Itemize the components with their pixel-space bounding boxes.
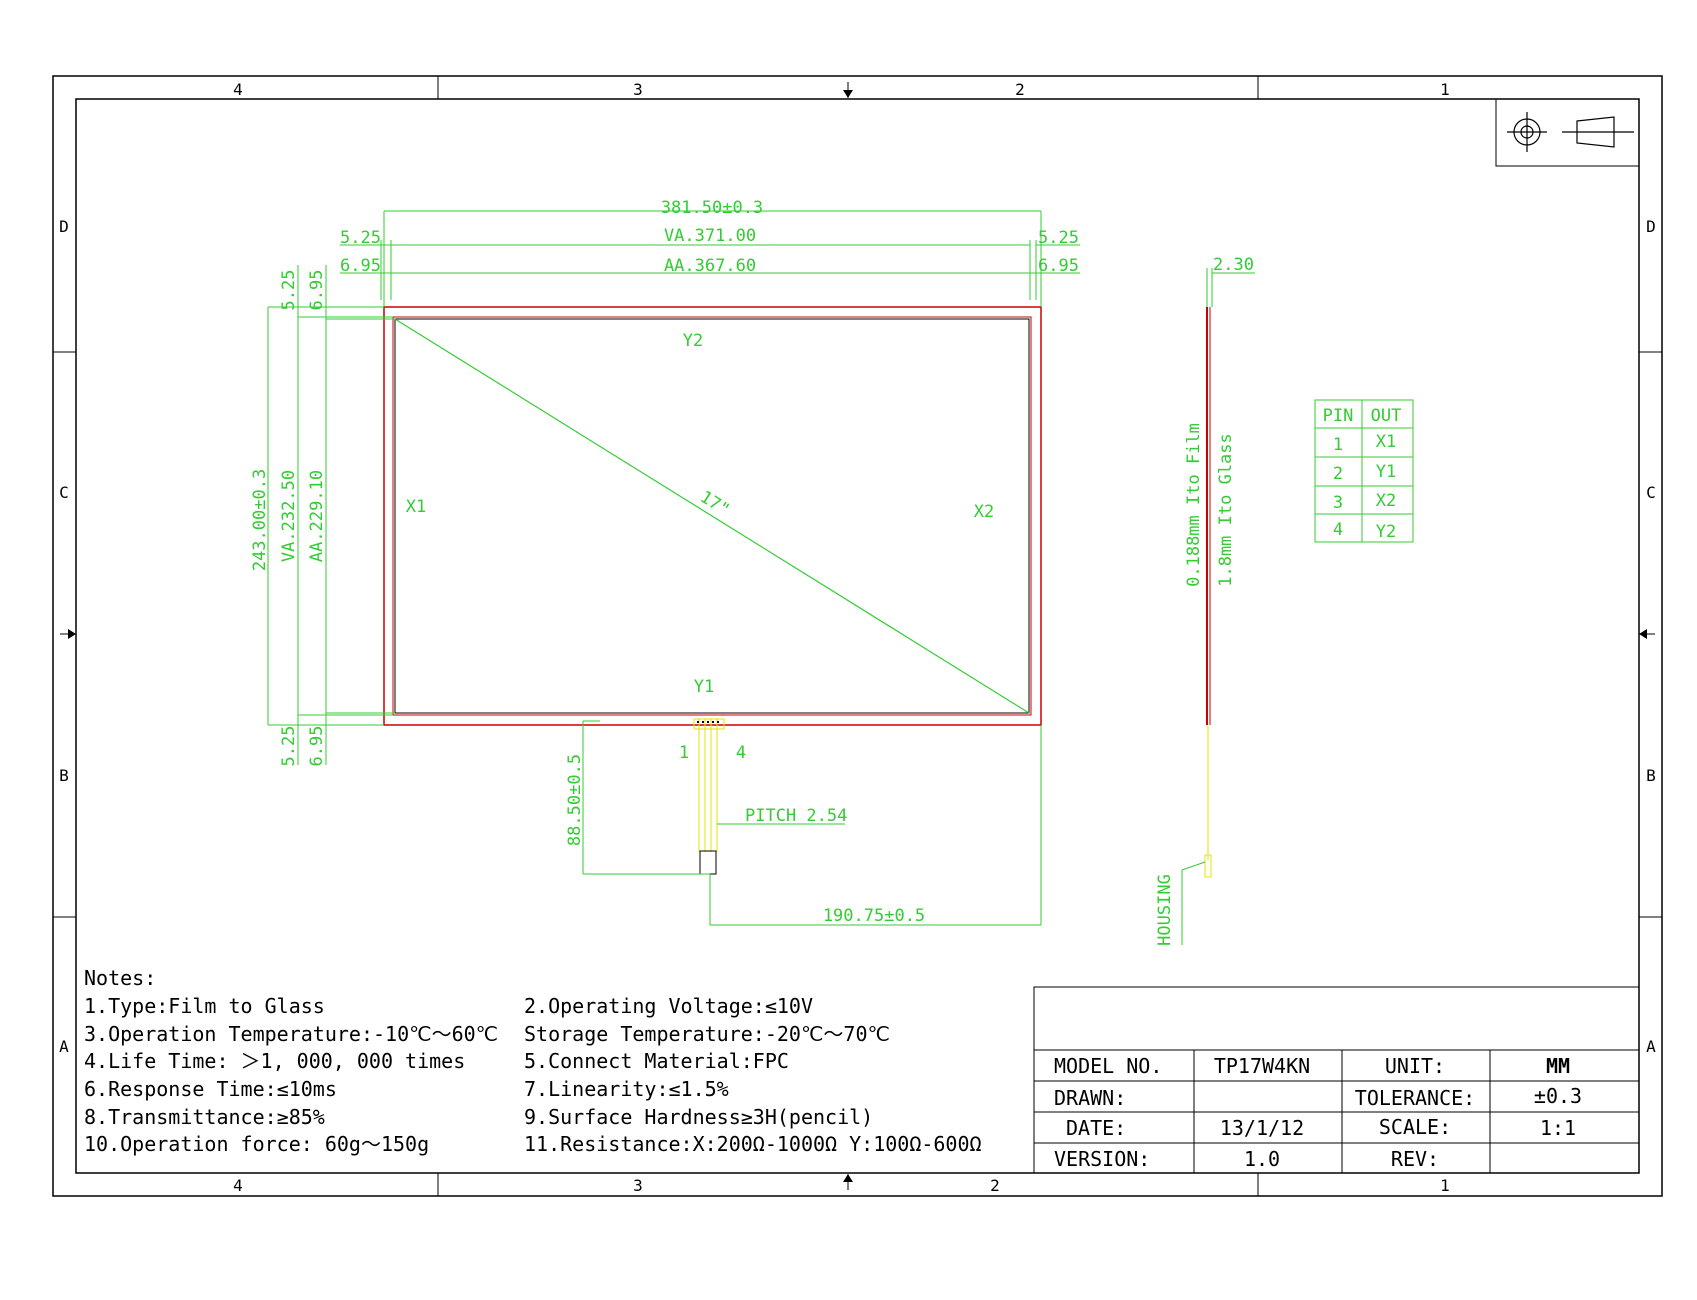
label-pin-last: 4 [736,743,746,763]
pin-table-grid [1314,399,1414,543]
pin-table-cell: 1 [1333,435,1343,455]
title-block-scale-value: 1:1 [1540,1116,1576,1140]
title-block-date-label: DATE: [1066,1116,1126,1140]
col-label-top-1: 1 [1440,80,1450,99]
pin-table-cell: 4 [1333,520,1343,540]
dim-margin-aa-right: 6.95 [1038,256,1079,276]
row-label-left-a: A [59,1037,69,1056]
dim-thickness: 2.30 [1213,255,1254,275]
note-line: 3.Operation Temperature:-10℃～60℃ [84,1022,498,1046]
dim-margin-va-right: 5.25 [1038,228,1079,248]
note-line: 9.Surface Hardness≥3H(pencil) [524,1105,873,1129]
row-label-right-a: A [1646,1037,1656,1056]
dim-va-height: VA.232.50 [279,470,299,562]
note-line: 2.Operating Voltage:≤10V [524,994,813,1018]
pin-table-cell: Y2 [1376,522,1396,542]
dim-margin-aa-top: 6.95 [307,270,327,311]
dim-aa-width: AA.367.60 [664,256,756,276]
note-line: 11.Resistance:X:200Ω-1000Ω Y:100Ω-600Ω [524,1132,982,1156]
label-pin-first: 1 [679,743,689,763]
row-label-right-b: B [1646,766,1656,785]
dim-tail-length: 88.50±0.5 [565,754,585,846]
fpc-tail [693,718,725,875]
row-label-right-c: C [1646,483,1656,502]
col-label-bottom-4: 4 [233,1176,243,1195]
col-label-bottom-2: 2 [990,1176,1000,1195]
title-block-version-value: 1.0 [1244,1147,1280,1171]
inner-frame [75,98,1640,1174]
dim-margin-va-top: 5.25 [279,270,299,311]
title-block-version-label: VERSION: [1054,1147,1150,1171]
title-block-scale-label: SCALE: [1379,1115,1451,1139]
title-block-grid [1033,986,1640,1174]
note-line: 10.Operation force: 60g～150g [84,1132,429,1156]
side-view [1204,307,1212,878]
side-dimension-lines [1181,268,1255,945]
title-block-rev-label: REV: [1391,1147,1439,1171]
label-x2: X2 [974,502,994,522]
row-label-left-c: C [59,483,69,502]
dim-margin-aa-bottom: 6.95 [307,726,327,767]
col-label-top-4: 4 [233,80,243,99]
dim-glass-thickness: 1.8mm Ito Glass [1216,433,1236,587]
note-line: 6.Response Time:≤10ms [84,1077,337,1101]
note-line: 7.Linearity:≤1.5% [524,1077,729,1101]
grid-ticks [53,76,1662,1196]
dim-margin-va-bottom: 5.25 [279,726,299,767]
projection-box [1495,98,1640,167]
dim-pitch: PITCH 2.54 [745,806,847,826]
dim-va-width: VA.371.00 [664,226,756,246]
pin-table-header-out: OUT [1371,406,1402,426]
dim-margin-va-left: 5.25 [340,228,381,248]
projection-symbol-icon [1507,112,1634,152]
title-block-tolerance-value: ±0.3 [1534,1084,1582,1108]
label-y2: Y2 [683,331,703,351]
pin-table-cell: X1 [1376,432,1396,452]
note-line: 5.Connect Material:FPC [524,1049,789,1073]
outer-frame [52,75,1663,1197]
note-line: Storage Temperature:-20℃～70℃ [524,1022,890,1046]
dim-tail-offset: 190.75±0.5 [823,906,925,926]
col-label-top-3: 3 [633,80,643,99]
title-block-date-value: 13/1/12 [1220,1116,1304,1140]
col-label-bottom-1: 1 [1440,1176,1450,1195]
title-block-unit-value: MM [1546,1054,1570,1078]
note-line: 4.Life Time: ＞1, 000, 000 times [84,1049,465,1073]
label-housing: HOUSING [1155,874,1175,946]
row-label-left-d: D [59,217,69,236]
top-dimension-lines [340,210,1080,307]
title-block-model-label: MODEL NO. [1054,1054,1162,1078]
pin-table-cell: 2 [1333,464,1343,484]
dim-aa-height: AA.229.10 [307,470,327,562]
title-block-model-value: TP17W4KN [1214,1054,1310,1078]
dim-film-thickness: 0.188mm Ito Film [1184,423,1204,587]
pin-table-cell: 3 [1333,493,1343,513]
pin-table-cell: Y1 [1376,462,1396,482]
col-label-top-2: 2 [1015,80,1025,99]
notes-title: Notes: [84,966,156,990]
dim-margin-aa-left: 6.95 [340,256,381,276]
title-block-tolerance-label: TOLERANCE: [1355,1086,1475,1110]
row-label-right-d: D [1646,217,1656,236]
pin-table-cell: X2 [1376,491,1396,511]
title-block-drawn-label: DRAWN: [1054,1086,1126,1110]
note-line: 8.Transmittance:≥85% [84,1105,325,1129]
dim-overall-height: 243.00±0.3 [250,469,270,571]
tail-dimension-lines [582,720,1042,926]
note-line: 1.Type:Film to Glass [84,994,325,1018]
pin-table-header-pin: PIN [1323,406,1354,426]
title-block-unit-label: UNIT: [1385,1054,1445,1078]
dim-overall-width: 381.50±0.3 [661,198,763,218]
col-label-bottom-3: 3 [633,1176,643,1195]
diagonal-line [394,318,1030,714]
label-x1: X1 [406,497,426,517]
row-label-left-b: B [59,766,69,785]
label-y1: Y1 [694,677,714,697]
panel-outline [383,306,1042,726]
label-diagonal: 17" [696,487,733,520]
left-dimension-lines [267,265,395,765]
